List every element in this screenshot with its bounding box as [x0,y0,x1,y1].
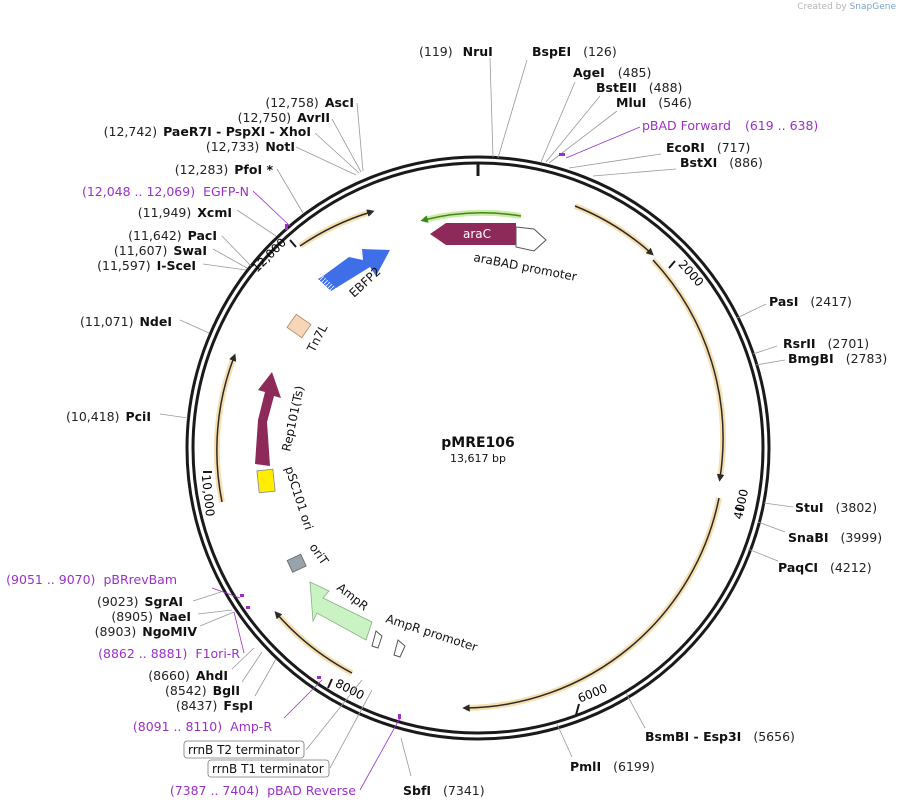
arabad-promoter-arrow [515,226,547,252]
ampr-arrow [309,581,373,641]
enzyme-label: BstXI(886) [680,155,763,170]
credit-prefix: Created by [797,2,847,12]
enzyme-label: (8437)FspI [176,698,253,713]
enzyme-label: (12,733)NotI [206,139,295,154]
arabad-promoter-label: araBAD promoter [472,250,578,284]
enzyme-label: PaqCI(4212) [778,560,872,575]
tick-label: 10,000 [199,474,217,517]
terminator-box [207,759,330,778]
orit-label: oriT [307,541,332,568]
enzyme-label: StuI(3802) [795,500,877,515]
enzyme-label: (10,418)PciI [66,409,151,424]
ebfp2-hatch [318,276,336,291]
tick-mark [668,260,676,269]
enzyme-label: BspEI(126) [532,44,617,59]
terminator-labels: rrnB T2 terminator rrnB T1 terminator [183,740,330,778]
plasmid-length: 13,617 bp [450,452,506,465]
primer-label: pBAD Forward(619 .. 638) [642,118,818,133]
terminator-label: rrnB T1 terminator [212,762,324,776]
enzyme-label: MluI(546) [616,95,692,110]
orf-arcs [213,203,727,712]
tick-label: 4000 [731,488,751,521]
enzyme-label: (11,071)NdeI [80,314,172,329]
enzyme-label: BmgBI(2783) [788,351,887,366]
primer-lines [211,126,641,791]
tick-mark [289,239,297,248]
enzyme-label: (12,758)AscI [265,95,354,110]
enzyme-label: BstEII(488) [596,80,682,95]
primer-labels: pBAD Forward(619 .. 638) (12,048 .. 12,0… [6,118,818,798]
enzyme-labels: (119)NruI BspEI(126) AgeI(485) BstEII(48… [66,44,887,798]
enzyme-label: PasI(2417) [769,294,852,309]
enzyme-label: (8905)NaeI [111,609,191,624]
terminator-label: rrnB T2 terminator [188,743,300,757]
tick-mark [327,678,333,689]
enzyme-label: (11,949)XcmI [138,205,232,220]
tick-mark [734,507,745,511]
enzyme-label: (8903)NgoMIV [95,624,198,639]
enzyme-label: PmlI(6199) [570,759,655,774]
enzyme-label: (12,742)PaeR7I - PspXI - XhoI [104,124,311,139]
arac-label: araC [463,227,491,241]
enzyme-label: SbfI(7341) [403,783,485,798]
enzyme-label: BsmBI - Esp3I(5656) [645,729,795,744]
primer-label: (9051 .. 9070)pBRrevBam [6,572,177,587]
ampr-promoter-box-b [393,639,406,658]
primer-label: (8862 .. 8881)F1ori-R [98,646,240,661]
credit-brand: SnapGene [849,2,896,12]
enzyme-label: RsrII(2701) [783,336,869,351]
enzyme-label: (12,750)AvrII [238,110,330,125]
plasmid-name: pMRE106 [441,435,515,451]
primer-label: (8091 .. 8110)Amp-R [133,719,272,734]
enzyme-label: (9023)SgrAI [97,594,183,609]
tick-label: 12,000 [249,235,289,275]
enzyme-label: (11,642)PacI [128,228,217,243]
primer-marks [240,153,565,719]
primer-label: (7387 .. 7404)pBAD Reverse [170,783,356,798]
enzyme-label: (11,607)SwaI [114,243,207,258]
rep101-arrow [255,372,281,466]
snapgene-credit: Created by SnapGene [797,2,896,12]
terminator-box [183,740,305,759]
enzyme-label: SnaBI(3999) [788,530,882,545]
ampr-promoter-box-a [371,630,383,649]
psc101-ori-label: pSC101 ori [282,465,316,532]
leader-lines [159,57,794,777]
arac-arrow [430,223,516,245]
enzyme-label: EcoRI(717) [666,140,750,155]
ebfp2-arrow [323,249,390,288]
enzyme-label: (119)NruI [419,44,493,59]
psc101-ori-box [256,468,276,494]
tick-mark [575,703,580,716]
enzyme-label: (8660)AhdI [148,668,228,683]
backbone-outer [185,155,771,741]
features: araC araBAD promoter EBFP2 Tn7L Rep101(T… [255,223,578,658]
tn7l-box [286,313,312,339]
rep101-label: Rep101(Ts) [279,384,307,452]
primer-label: (12,048 .. 12,069)EGFP-N [82,184,249,199]
enzyme-label: (12,283)PfoI * [175,162,274,177]
enzyme-label: AgeI(485) [573,65,651,80]
enzyme-label: (11,597)I-SceI [97,258,196,273]
enzyme-label: (8542)BglI [165,683,240,698]
orit-box [286,553,307,573]
